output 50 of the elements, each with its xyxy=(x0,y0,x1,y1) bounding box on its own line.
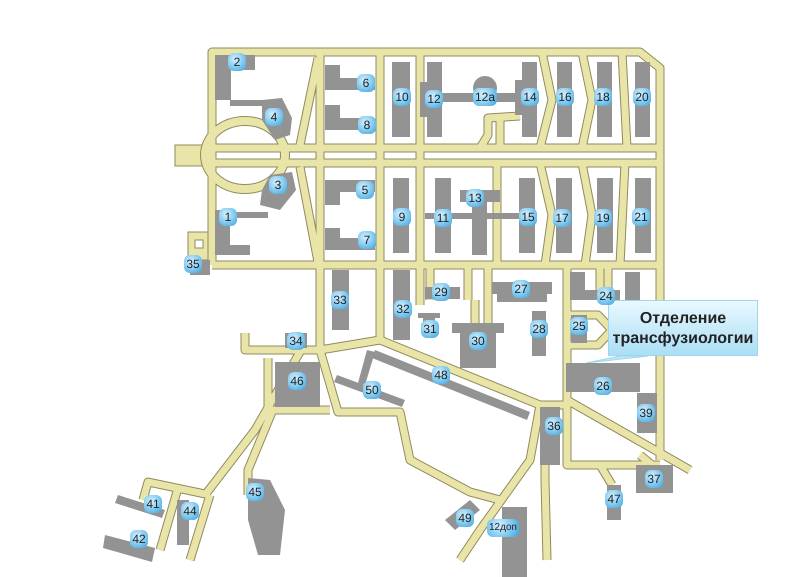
callout-number: 12доп xyxy=(487,519,519,537)
callout-number: 4 xyxy=(265,108,283,126)
callout-number: 34 xyxy=(287,332,305,350)
callout-number: 48 xyxy=(432,366,450,384)
callout-number: 15 xyxy=(519,208,537,226)
callout-number: 39 xyxy=(637,404,655,422)
callout-number: 2 xyxy=(228,53,246,71)
callout-number: 27 xyxy=(512,280,530,298)
callout-number: 41 xyxy=(144,495,162,513)
callout-number: 12а xyxy=(473,88,498,106)
callout-number: 31 xyxy=(421,320,439,338)
callout-number: 3 xyxy=(269,176,287,194)
callout-number: 10 xyxy=(393,88,411,106)
building-block xyxy=(566,363,640,392)
callout-number: 45 xyxy=(246,483,264,501)
callout-number: 33 xyxy=(331,291,349,309)
callout-number: 7 xyxy=(358,231,376,249)
callout-number: 35 xyxy=(184,255,202,273)
callout-box: Отделение трансфузиологии xyxy=(608,300,758,356)
callout-number: 8 xyxy=(358,116,376,134)
callout-number: 25 xyxy=(570,317,588,335)
callout-number: 1 xyxy=(219,208,237,226)
callout-number: 44 xyxy=(181,502,199,520)
callout-number: 19 xyxy=(594,209,612,227)
callout-number: 47 xyxy=(605,490,623,508)
callout-number: 24 xyxy=(597,287,615,305)
callout-number: 13 xyxy=(466,189,484,207)
callout-number: 18 xyxy=(594,88,612,106)
callout-number: 50 xyxy=(363,381,381,399)
leader-line xyxy=(586,356,648,364)
callout-number: 28 xyxy=(530,320,548,338)
callout-number: 5 xyxy=(356,181,374,199)
callout-number: 30 xyxy=(469,332,487,350)
callout-number: 26 xyxy=(594,377,612,395)
callout-number: 12 xyxy=(425,90,443,108)
callout-number: 14 xyxy=(521,88,539,106)
callout-number: 36 xyxy=(545,417,563,435)
callout-number: 9 xyxy=(393,208,411,226)
callout-number: 37 xyxy=(645,470,663,488)
callout-number: 49 xyxy=(456,509,474,527)
callout-number: 17 xyxy=(553,209,571,227)
callout-number: 11 xyxy=(434,209,452,227)
callout-number: 32 xyxy=(394,300,412,318)
callout-number: 16 xyxy=(556,88,574,106)
callout-number: 42 xyxy=(130,530,148,548)
callout-number: 46 xyxy=(288,372,306,390)
callout-number: 20 xyxy=(633,88,651,106)
callout-number: 21 xyxy=(632,208,650,226)
callout-number: 6 xyxy=(357,74,375,92)
callout-number: 29 xyxy=(432,283,450,301)
